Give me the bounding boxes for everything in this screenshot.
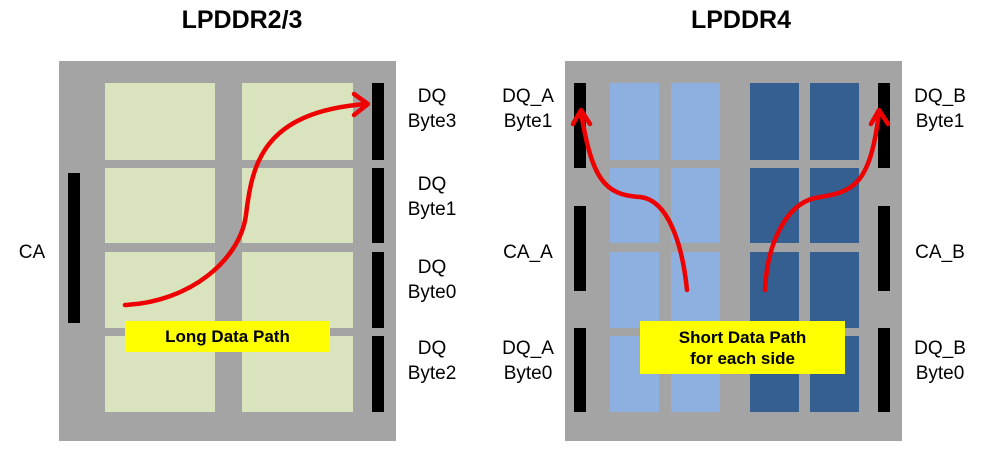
ca-label: CA xyxy=(18,242,46,263)
dq-byte3-pin-bar xyxy=(372,83,384,160)
channel-b-bank-cell xyxy=(810,252,859,328)
lpddr23-die xyxy=(59,61,396,441)
ca-b-label: CA_B xyxy=(915,242,965,263)
channel-a-bank-cell xyxy=(610,252,659,328)
memory-bank-cell xyxy=(242,252,353,328)
memory-bank-cell xyxy=(242,168,353,243)
ca-a-pin-bar xyxy=(574,206,586,291)
lpddr4-title: LPDDR4 xyxy=(690,6,791,34)
dq-byte0-pin-bar xyxy=(372,252,384,328)
channel-a-bank-cell xyxy=(610,83,659,160)
memory-bank-cell xyxy=(105,83,215,160)
dq-byte1-pin-bar xyxy=(372,168,384,243)
lpddr23-title: LPDDR2/3 xyxy=(181,6,303,34)
dq-b-byte1-pin-bar xyxy=(878,83,890,168)
memory-bank-cell xyxy=(242,83,353,160)
ca-pin-bar xyxy=(68,173,80,323)
channel-b-bank-cell xyxy=(750,168,799,243)
channel-b-bank-cell xyxy=(810,83,859,160)
channel-a-bank-cell xyxy=(671,252,720,328)
lpddr4-die xyxy=(565,61,902,441)
channel-a-bank-cell xyxy=(671,168,720,243)
dq-b-byte0-pin-bar xyxy=(878,328,890,412)
channel-a-bank-cell xyxy=(671,83,720,160)
memory-bank-cell xyxy=(105,252,215,328)
ca-b-pin-bar xyxy=(878,206,890,291)
channel-a-bank-cell xyxy=(610,168,659,243)
memory-bank-cell xyxy=(105,168,215,243)
dq-a-byte1-pin-bar xyxy=(574,83,586,168)
channel-b-bank-cell xyxy=(750,83,799,160)
ca-a-label: CA_A xyxy=(503,242,553,263)
dq-a-byte0-pin-bar xyxy=(574,328,586,412)
channel-b-bank-cell xyxy=(750,252,799,328)
dq-byte2-pin-bar xyxy=(372,336,384,412)
channel-b-bank-cell xyxy=(810,168,859,243)
long-data-path-note: Long Data Path xyxy=(125,321,330,352)
